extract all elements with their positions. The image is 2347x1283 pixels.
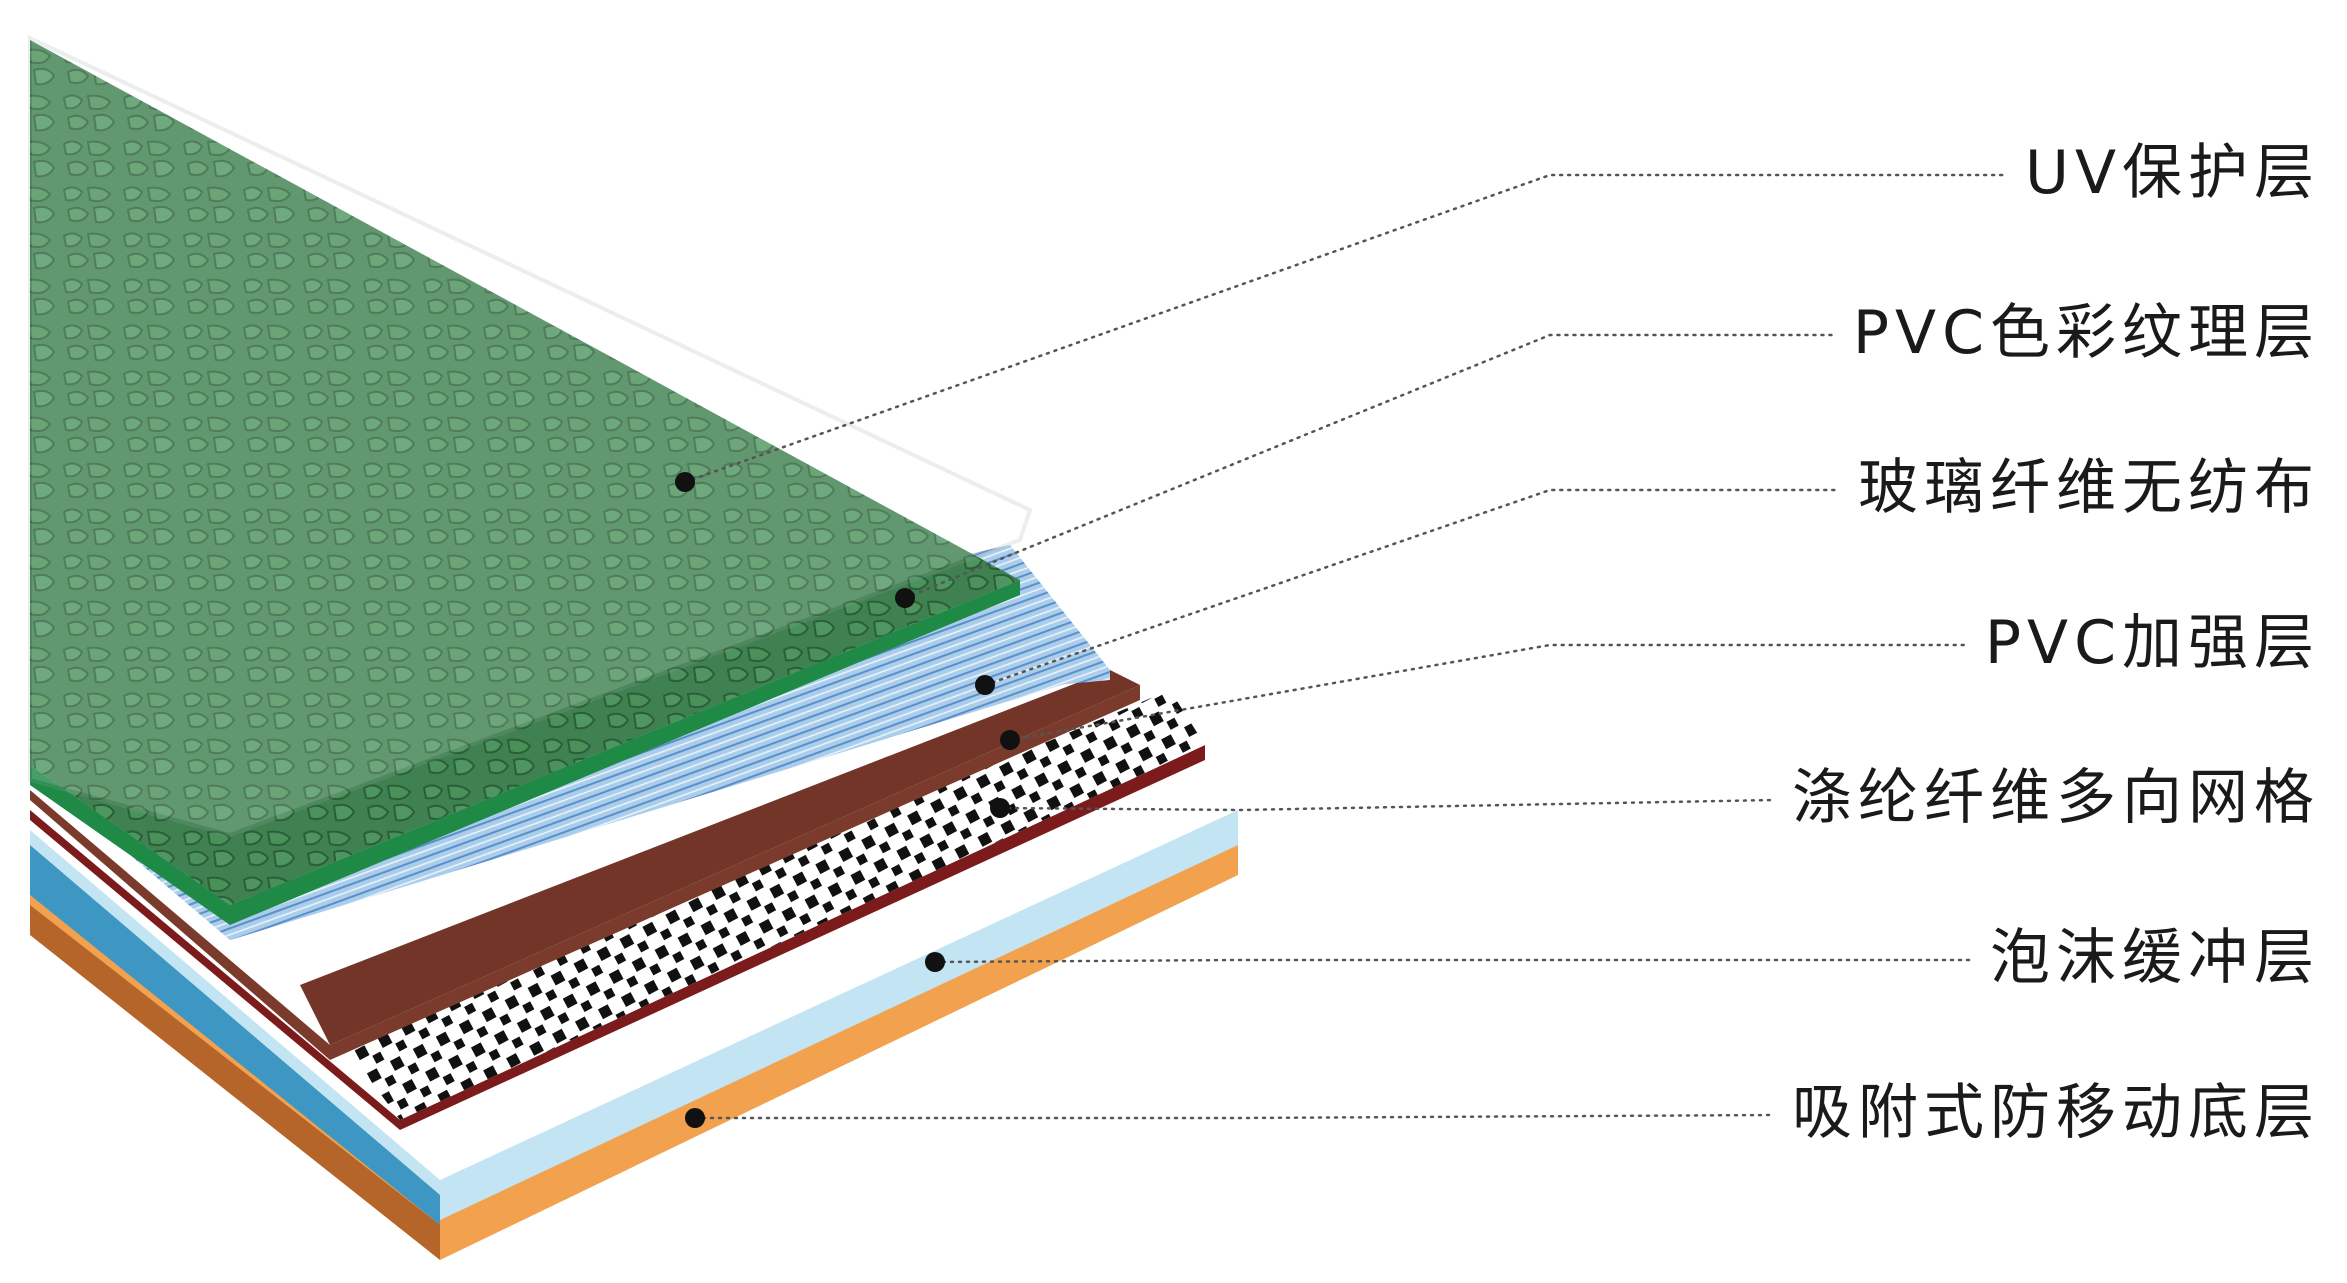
leader-dot-4 (1000, 730, 1020, 750)
uv-film (28, 34, 1033, 838)
leader-lines (675, 173, 2009, 1128)
pvc-reinforce-top (300, 670, 1140, 1045)
layer-label-2: PVC色彩纹理层 (1852, 298, 2320, 368)
layer-label-3: 玻璃纤维无纺布 (1858, 453, 2320, 523)
layer-label-6: 泡沫缓冲层 (1990, 923, 2320, 993)
leader-dot-5 (990, 798, 1010, 818)
leader-line-3 (983, 488, 1842, 687)
foam-layer-edge (30, 845, 440, 1225)
leader-line-4 (1008, 643, 1969, 742)
layer-label-5: 涤纶纤维多向网格 (1792, 763, 2320, 833)
leader-dot-3 (975, 675, 995, 695)
leader-dot-7 (685, 1108, 705, 1128)
base-layer-edge (30, 905, 440, 1260)
leader-line-7 (693, 1113, 1776, 1120)
leader-dot-1 (675, 472, 695, 492)
leader-dot-2 (895, 588, 915, 608)
leader-line-1 (683, 173, 2009, 484)
layer-label-1: UV保护层 (2025, 138, 2320, 208)
layer-label-4: PVC加强层 (1984, 608, 2320, 678)
leader-line-2 (903, 333, 1837, 600)
grid-layer-top (340, 690, 1205, 1120)
layer-label-7: 吸附式防移动底层 (1792, 1078, 2320, 1148)
leader-dot-6 (925, 952, 945, 972)
pvc-color-layer-top (30, 40, 1020, 905)
leader-line-6 (933, 958, 1974, 964)
leader-line-5 (998, 798, 1776, 812)
